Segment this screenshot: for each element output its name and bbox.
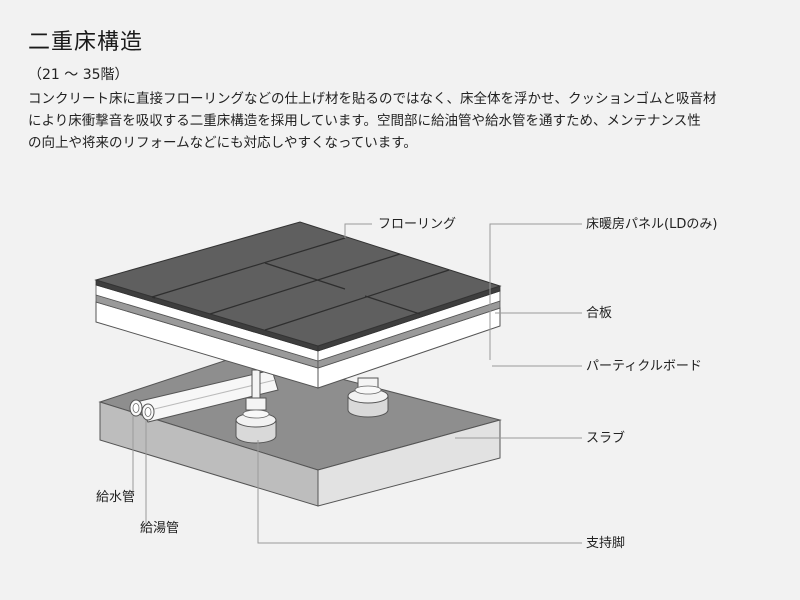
label-floor-heating: 床暖房パネル(LDのみ) <box>586 216 717 232</box>
label-water-pipe: 給水管 <box>96 490 135 505</box>
support-leg-front <box>235 369 277 444</box>
support-leg-back <box>347 377 389 418</box>
flooring-seams <box>151 237 450 331</box>
label-slab: スラブ <box>586 430 625 446</box>
leader-lines <box>132 223 582 544</box>
label-support-leg: 支持脚 <box>586 535 625 551</box>
description: コンクリート床に直接フローリングなどの仕上げ材を貼るのではなく、床全体を浮かせ、… <box>28 88 778 154</box>
floor-range-subtitle: （21 〜 35階） <box>28 67 129 83</box>
flooring-top-face <box>94 221 502 347</box>
floor-panel <box>94 221 502 389</box>
pipes <box>129 369 279 423</box>
label-hot-water-pipe: 給湯管 <box>140 521 179 536</box>
label-flooring: フローリング <box>378 217 456 232</box>
label-plywood: 合板 <box>586 306 612 321</box>
label-particleboard: パーティクルボード <box>586 359 702 374</box>
description-line-3: の向上や将来のリフォームなどにも対応しやすくなっています。 <box>28 135 417 151</box>
page-title: 二重床構造 <box>28 30 144 55</box>
description-line-2: により床衝撃音を吸収する二重床構造を採用しています。空間部に給油管や給水管を通す… <box>28 113 701 129</box>
slab-side-face <box>317 419 501 507</box>
slab <box>98 353 502 507</box>
description-line-1: コンクリート床に直接フローリングなどの仕上げ材を貼るのではなく、床全体を浮かせ、… <box>28 91 717 107</box>
